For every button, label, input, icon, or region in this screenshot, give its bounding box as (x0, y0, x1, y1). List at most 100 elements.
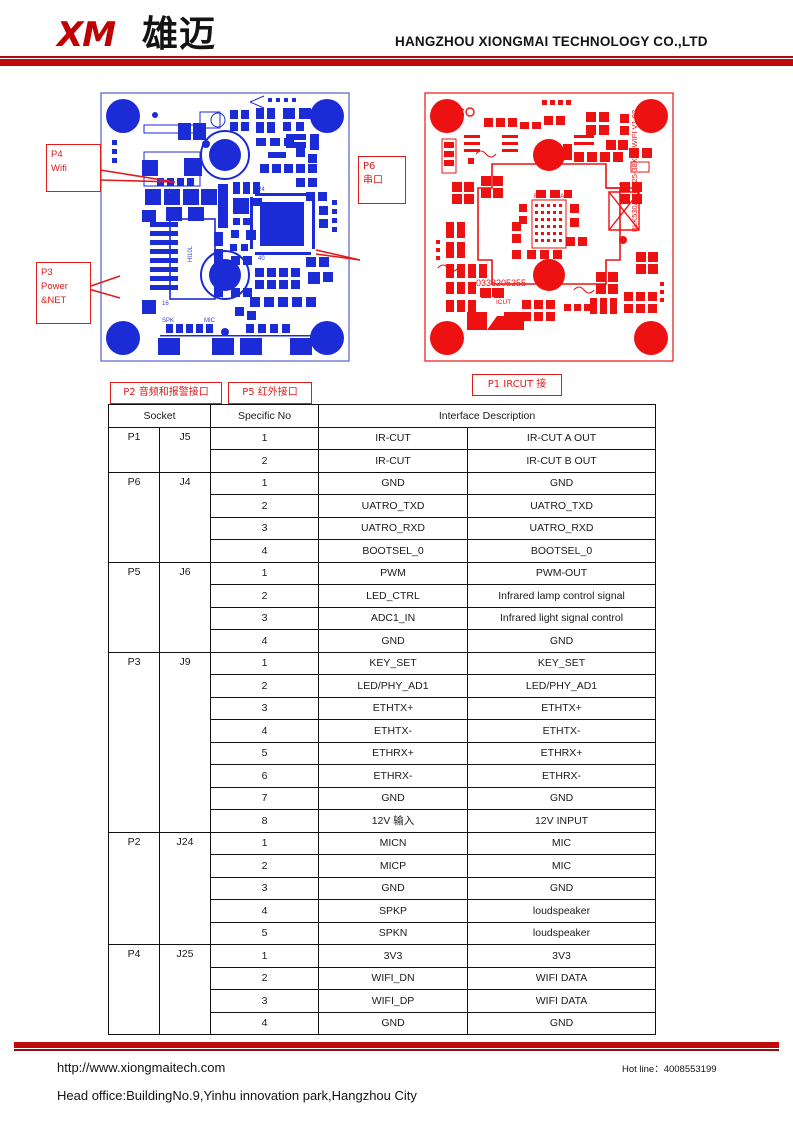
cell-specific-no: 1 (210, 944, 320, 968)
cell-specific-no: 5 (210, 921, 320, 945)
footer-rule-thick (14, 1042, 779, 1048)
logo-chinese-name: 雄迈 (142, 14, 217, 55)
header-rule-thin (0, 56, 793, 58)
cell-description: ETHTX+ (467, 696, 657, 720)
footer-address: Head office:BuildingNo.9,Yinhu innovatio… (57, 1088, 417, 1103)
callout-p6-line-0: P6 (363, 161, 376, 172)
header-rule-thick (0, 59, 793, 66)
cell-signal: 3V3 (318, 944, 469, 968)
cell-signal: ETHRX+ (318, 741, 469, 765)
cell-signal: ETHRX- (318, 764, 469, 788)
cell-description: UATRO_RXD (467, 516, 657, 540)
callout-p4-line-0: P4 (51, 149, 63, 160)
cell-jumper-no: J25 (158, 944, 212, 1035)
cell-signal: PWM (318, 561, 469, 585)
pcb-figure: 24 40 16 SPK MIC 1 HI10L (0, 78, 793, 408)
cell-signal: GND (318, 876, 469, 900)
cell-signal: ADC1_IN (318, 606, 469, 630)
cell-signal: WIFI_DN (318, 966, 469, 990)
cell-signal: IR-CUT (318, 426, 469, 450)
table-header-row: Socket Specific No Interface Description (107, 404, 657, 428)
cell-jumper-no: J4 (158, 471, 212, 563)
cell-signal: WIFI_DP (318, 989, 469, 1013)
cell-description: MIC (467, 831, 657, 855)
cell-signal: KEY_SET (318, 651, 469, 675)
cell-description: IR-CUT B OUT (467, 449, 657, 473)
cell-specific-no: 4 (210, 629, 320, 653)
cell-signal: SPKP (318, 899, 469, 923)
svg-text:MIC: MIC (204, 318, 216, 324)
cell-description: LED/PHY_AD1 (467, 674, 657, 698)
footer-rule-thin (14, 1049, 779, 1051)
cell-jumper-no: J5 (158, 426, 212, 473)
company-name-title: HANGZHOU XIONGMAI TECHNOLOGY CO.,LTD (395, 34, 708, 49)
cell-signal: MICP (318, 854, 469, 878)
cell-signal: GND (318, 471, 469, 495)
cell-specific-no: 1 (210, 651, 320, 675)
svg-text:40: 40 (258, 256, 265, 262)
pcb-board-label: BLK530A1-ON25-38X38-WIFI V1.02 (630, 110, 639, 232)
pinout-table: Socket Specific No Interface Description… (107, 404, 657, 1035)
page-header: XM 雄迈 HANGZHOU XIONGMAI TECHNOLOGY CO.,L… (0, 0, 793, 72)
cell-specific-no: 2 (210, 854, 320, 878)
cell-description: GND (467, 471, 657, 495)
cell-description: Infrared light signal control (467, 606, 657, 630)
cell-socket: P2 (108, 831, 160, 945)
footer-website-url[interactable]: http://www.xiongmaitech.com (57, 1060, 226, 1075)
cell-signal: MICN (318, 831, 469, 855)
cell-specific-no: 2 (210, 449, 320, 473)
cell-specific-no: 3 (210, 606, 320, 630)
cell-socket: P3 (108, 651, 160, 833)
pinout-table-wrapper: Socket Specific No Interface Description… (107, 404, 657, 1035)
pcb-front-view: 24 40 16 SPK MIC 1 HI10L (100, 92, 350, 362)
cell-description: KEY_SET (467, 651, 657, 675)
cell-signal: IR-CUT (318, 449, 469, 473)
cell-signal: LED/PHY_AD1 (318, 674, 469, 698)
cell-specific-no: 3 (210, 876, 320, 900)
cell-description: GND (467, 1011, 657, 1035)
pcb-back-svg: 0338205355 ICUT F A BLK530A1-ON25-38X38-… (424, 92, 674, 362)
svg-text:ICUT: ICUT (496, 299, 511, 306)
cell-specific-no: 1 (210, 426, 320, 450)
callout-p5-infrared: P5 红外接口 (228, 382, 312, 404)
cell-signal: ETHTX+ (318, 696, 469, 720)
cell-socket: P6 (108, 471, 160, 563)
pcb-front-svg: 24 40 16 SPK MIC 1 HI10L (100, 92, 350, 362)
cell-signal: SPKN (318, 921, 469, 945)
cell-specific-no: 2 (210, 584, 320, 608)
cell-socket: P5 (108, 561, 160, 653)
cell-signal: GND (318, 629, 469, 653)
callout-p3-line-2: &NET (41, 295, 67, 306)
svg-text:SPK: SPK (162, 318, 174, 324)
cell-description: Infrared lamp control signal (467, 584, 657, 608)
pcb-part-number: 0338205355 (476, 278, 526, 288)
cell-description: GND (467, 786, 657, 810)
callout-p6-line-1: 串口 (363, 175, 383, 186)
cell-specific-no: 5 (210, 741, 320, 765)
cell-description: ETHRX- (467, 764, 657, 788)
callout-p5-line-0: P5 红外接口 (242, 387, 298, 398)
callout-p2-line-0: P2 音频和报警接口 (123, 387, 209, 398)
company-logo: XM 雄迈 (57, 16, 232, 58)
cell-signal: LED_CTRL (318, 584, 469, 608)
th-specific-no: Specific No (210, 404, 320, 428)
cell-description: BOOTSEL_0 (467, 539, 657, 563)
cell-description: GND (467, 629, 657, 653)
cell-specific-no: 4 (210, 539, 320, 563)
cell-signal: BOOTSEL_0 (318, 539, 469, 563)
callout-p3-power-net: P3 Power &NET (36, 262, 91, 324)
cell-description: ETHTX- (467, 719, 657, 743)
